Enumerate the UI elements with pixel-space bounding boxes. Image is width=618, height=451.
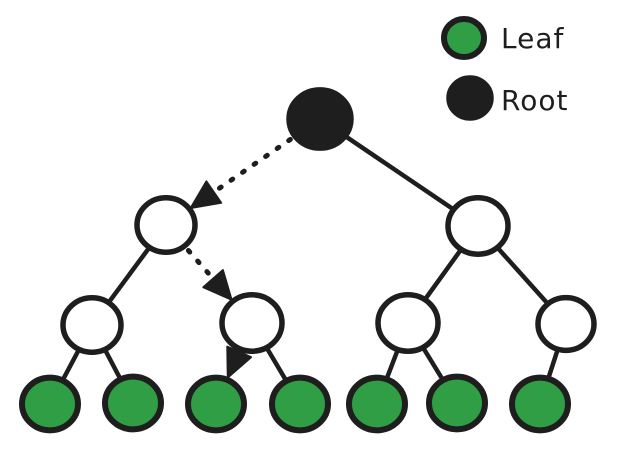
tree-node-R	[445, 195, 511, 257]
traversal-arrowhead-icon-root-L	[189, 180, 223, 209]
edges-layer	[47, 116, 569, 407]
tree-node-LL	[60, 294, 124, 356]
tree-node-leaf7	[509, 374, 571, 434]
traversal-arrow-line-root-L	[213, 136, 293, 193]
tree-node-root	[286, 87, 354, 151]
traversal-arrowhead-icon-LR-leaf3	[226, 345, 253, 379]
tree-node-leaf2	[102, 373, 164, 433]
tree-node-leaf4	[269, 374, 331, 434]
legend: Leaf Root	[441, 16, 568, 121]
traversal-arrow-line-L-LR	[185, 248, 214, 279]
legend-root-swatch-icon	[446, 75, 494, 121]
traversal-arrowhead-icon-L-LR	[202, 269, 233, 301]
tree-node-RL	[375, 292, 441, 354]
traversal-arrows-layer	[185, 136, 293, 379]
tree-node-L	[134, 194, 198, 256]
tree-node-leaf5	[346, 374, 408, 434]
legend-leaf-swatch-icon	[441, 16, 487, 60]
legend-leaf-label: Leaf	[501, 22, 564, 55]
tree-node-leaf1	[19, 374, 81, 434]
legend-root-label: Root	[501, 84, 568, 117]
tree-node-leaf3	[185, 374, 247, 434]
nodes-layer	[19, 87, 597, 434]
tree-node-leaf6	[426, 373, 488, 433]
tree-node-LR	[219, 292, 285, 354]
tree-node-RR	[535, 294, 597, 354]
